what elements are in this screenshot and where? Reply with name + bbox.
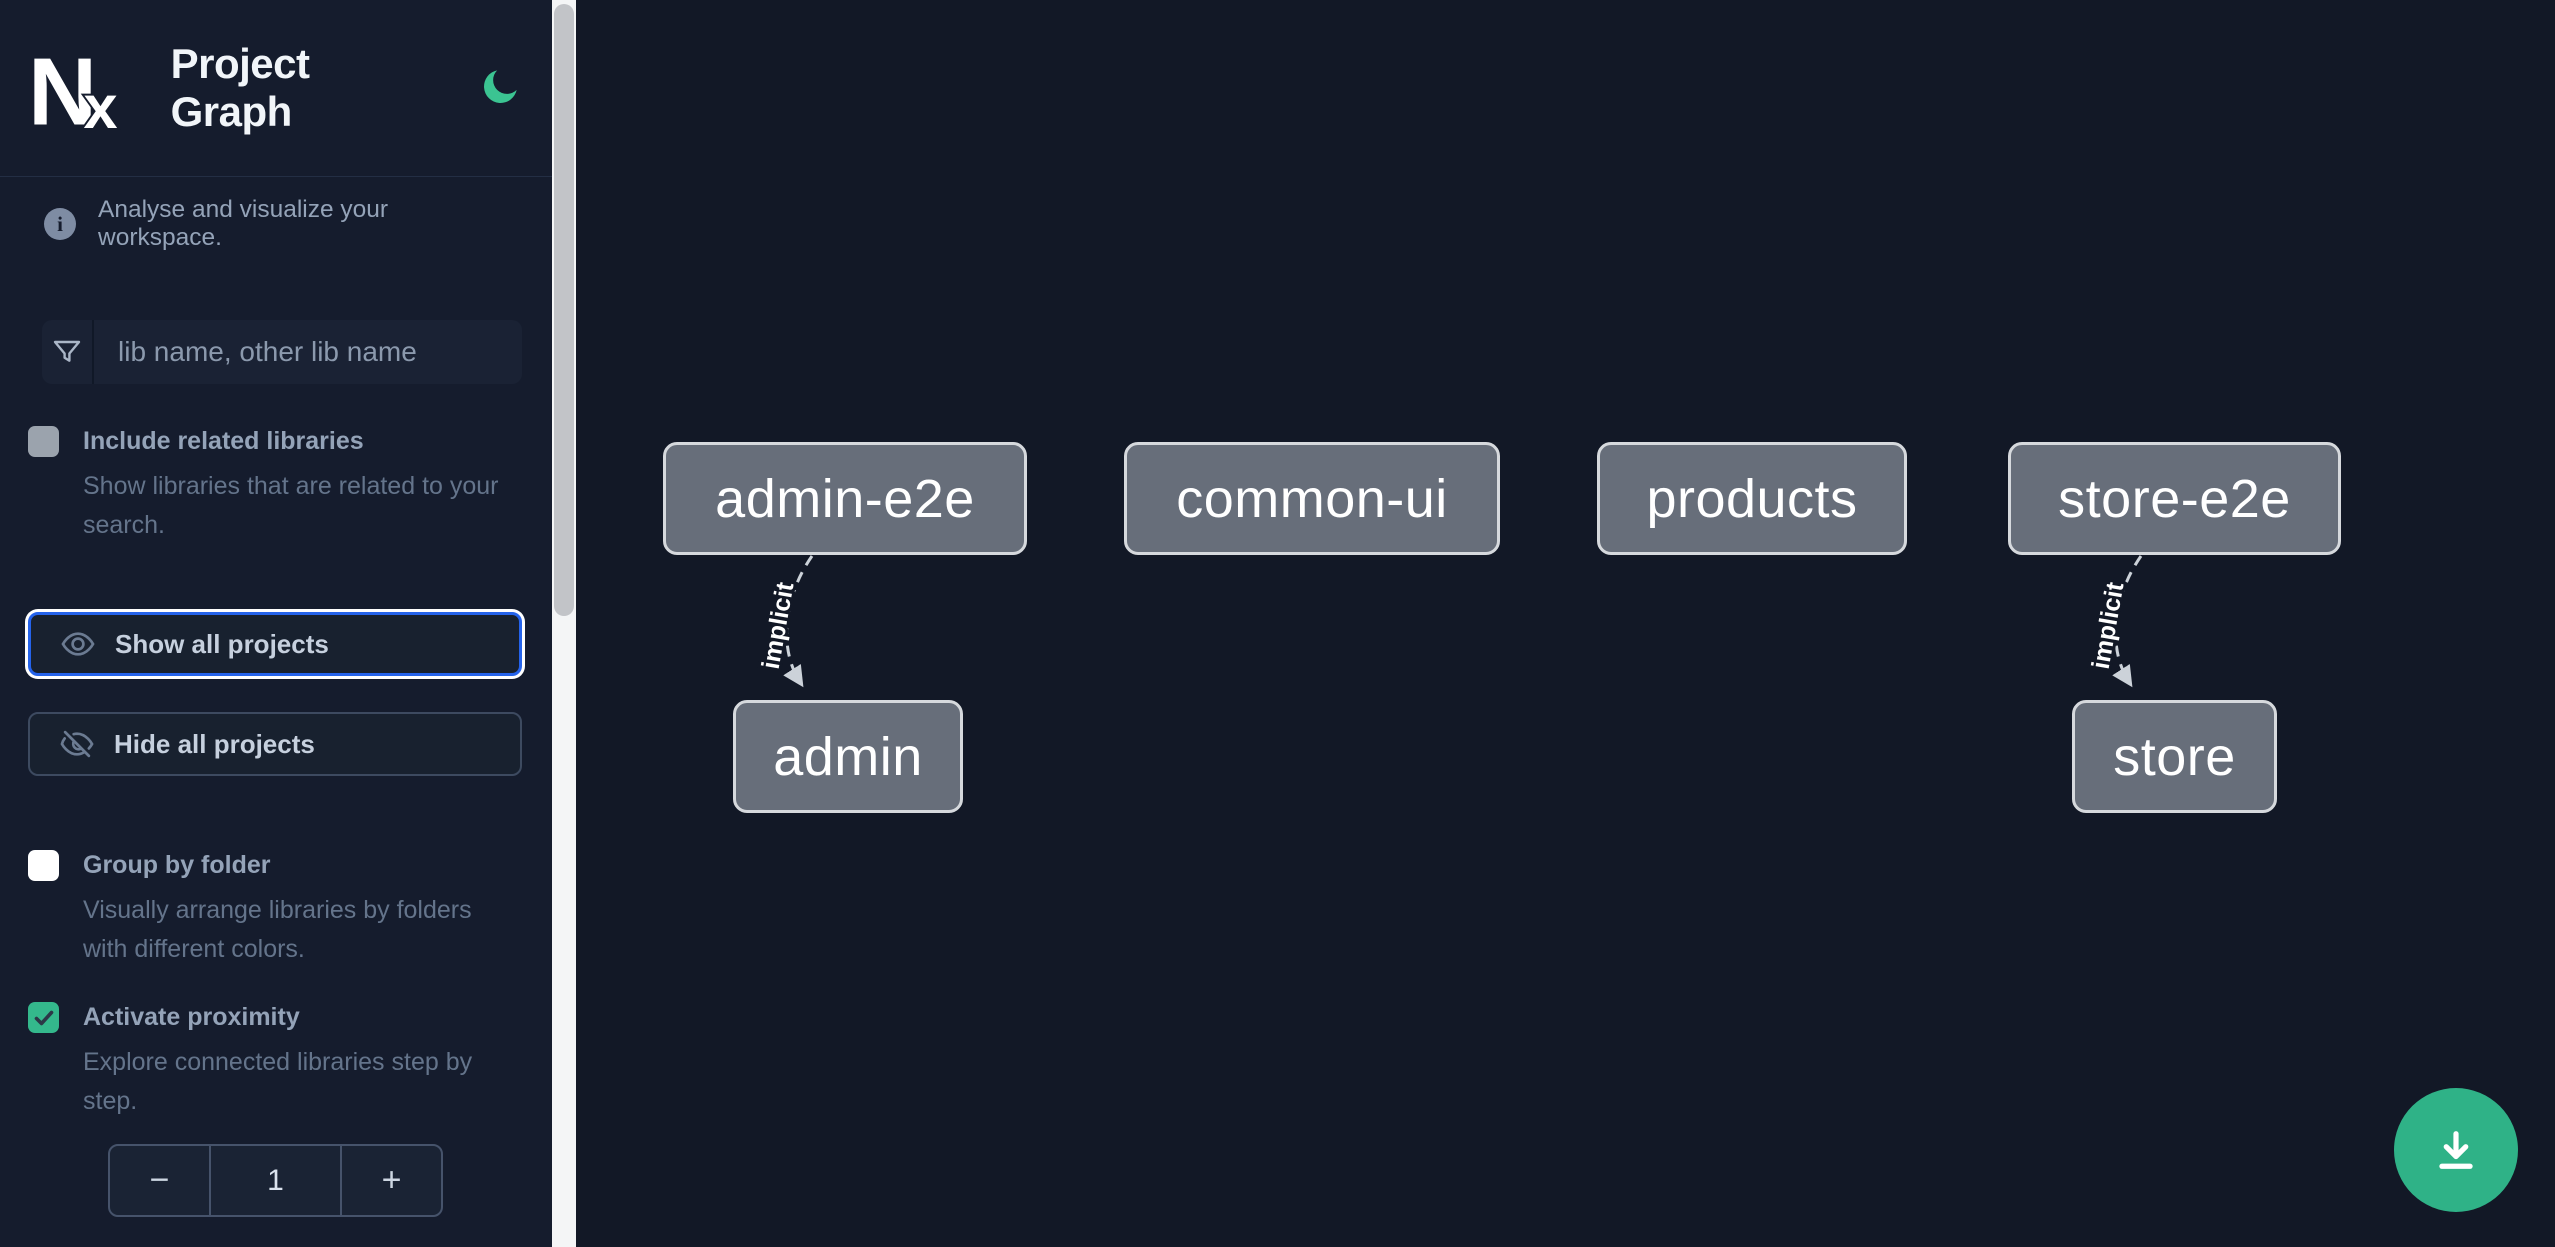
proximity-decrease-button[interactable]: − — [110, 1146, 209, 1215]
proximity-stepper: − 1 + — [108, 1144, 443, 1217]
info-banner: i Analyse and visualize your workspace. — [44, 196, 514, 252]
activate-proximity-row: Activate proximity Explore connected lib… — [28, 1000, 481, 1121]
info-text: Analyse and visualize your workspace. — [98, 196, 389, 251]
node-label: store-e2e — [2058, 468, 2291, 529]
search-filter — [42, 320, 522, 384]
hide-all-projects-label: Hide all projects — [114, 728, 315, 759]
download-image-button[interactable] — [2394, 1088, 2518, 1212]
proximity-value[interactable]: 1 — [209, 1146, 342, 1215]
node-label: admin — [773, 726, 923, 787]
funnel-icon — [53, 340, 81, 362]
moon-icon — [484, 70, 517, 103]
check-icon — [34, 1010, 53, 1025]
info-icon: i — [44, 208, 76, 240]
include-related-description: Show libraries that are related to your … — [83, 472, 499, 539]
group-by-folder-checkbox[interactable] — [28, 850, 59, 881]
group-by-folder-label: Group by folder — [83, 851, 271, 879]
node-admin-e2e[interactable]: admin-e2e — [663, 442, 1027, 555]
page-title: Project Graph — [170, 40, 310, 135]
eye-off-icon — [60, 730, 94, 758]
include-related-row: Include related libraries Show libraries… — [28, 424, 528, 545]
show-all-projects-label: Show all projects — [115, 628, 329, 659]
group-by-folder-description: Visually arrange libraries by folders wi… — [83, 896, 472, 963]
sidebar: N x Project Graph i Analyse and visualiz… — [0, 0, 552, 1247]
activate-proximity-checkbox[interactable] — [28, 1002, 59, 1033]
graph-canvas[interactable] — [576, 0, 2555, 1247]
group-by-folder-row: Group by folder Visually arrange librari… — [28, 848, 501, 969]
svg-text:x: x — [84, 73, 118, 134]
sidebar-header: N x Project Graph — [0, 0, 552, 177]
search-input[interactable] — [94, 320, 522, 384]
hide-all-projects-button[interactable]: Hide all projects — [28, 712, 522, 776]
show-all-projects-button[interactable]: Show all projects — [28, 612, 522, 676]
node-store[interactable]: store — [2072, 700, 2277, 813]
node-admin[interactable]: admin — [733, 700, 963, 813]
proximity-increase-button[interactable]: + — [342, 1146, 441, 1215]
node-store-e2e[interactable]: store-e2e — [2008, 442, 2341, 555]
sidebar-scrollbar-track[interactable] — [552, 0, 576, 1247]
download-icon — [2439, 1131, 2473, 1169]
theme-toggle-button[interactable] — [474, 62, 524, 114]
include-related-checkbox[interactable] — [28, 426, 59, 457]
activate-proximity-description: Explore connected libraries step by step… — [83, 1048, 473, 1115]
node-label: products — [1646, 468, 1858, 529]
eye-icon — [61, 632, 95, 656]
node-label: store — [2113, 726, 2236, 787]
svg-text:N: N — [28, 42, 97, 134]
activate-proximity-label: Activate proximity — [83, 1003, 300, 1031]
node-label: common-ui — [1176, 468, 1448, 529]
nx-logo: N x — [28, 42, 120, 134]
node-label: admin-e2e — [715, 468, 975, 529]
node-products[interactable]: products — [1597, 442, 1907, 555]
include-related-label: Include related libraries — [83, 427, 364, 455]
node-common-ui[interactable]: common-ui — [1124, 442, 1500, 555]
sidebar-scrollbar-thumb[interactable] — [554, 4, 574, 616]
